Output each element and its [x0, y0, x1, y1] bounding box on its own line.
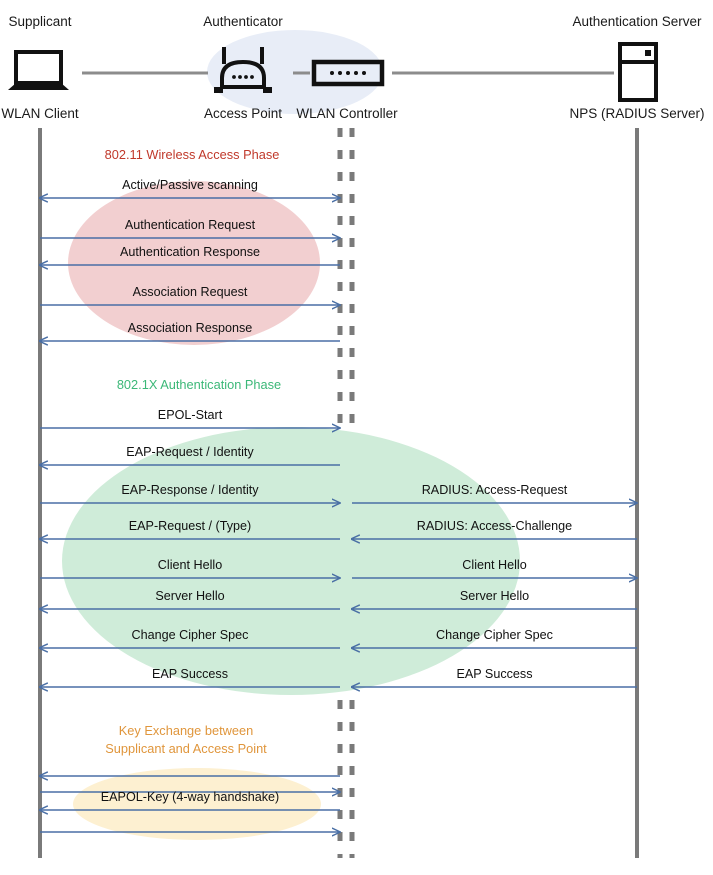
actor-role-0: Supplicant: [8, 14, 72, 29]
phase-ellipse-phase-802-11: [68, 181, 320, 345]
message-right-label-1: RADIUS: Access-Challenge: [416, 519, 573, 533]
message-left-label-3: Association Request: [132, 285, 248, 299]
actor-role-3: Authentication Server: [572, 14, 702, 29]
message-left-label-8: EAP-Request / (Type): [128, 519, 252, 533]
message-left-label-2: Authentication Response: [119, 245, 261, 259]
phase-ellipse-phase-key-exchange: [73, 768, 321, 840]
actor-name-3: NPS (RADIUS Server): [569, 106, 705, 121]
wlan-controller-icon: [311, 59, 385, 87]
access-point-icon: [214, 47, 272, 93]
phase-label-phase-802-1x: 802.1X Authentication Phase: [116, 377, 282, 392]
message-right-label-5: EAP Success: [456, 667, 533, 681]
message-left-label-4: Association Response: [127, 321, 253, 335]
message-right-label-4: Change Cipher Spec: [436, 628, 553, 642]
actor-name-2: WLAN Controller: [296, 106, 398, 121]
message-left-label-12: EAP Success: [151, 667, 229, 681]
message-left-label-9: Client Hello: [157, 558, 223, 572]
message-left-label-1: Authentication Request: [124, 218, 256, 232]
server-icon: [618, 42, 658, 102]
message-right-label-0: RADIUS: Access-Request: [421, 483, 568, 497]
laptop-icon: [8, 50, 69, 90]
message-left-label-11: Change Cipher Spec: [131, 628, 249, 642]
message-left-label-0: Active/Passive scanning: [122, 178, 258, 192]
phase-label-phase-802-11: 802.11 Wireless Access Phase: [104, 147, 280, 162]
message-right-label-2: Client Hello: [462, 558, 527, 572]
message-left-label-5: EPOL-Start: [157, 408, 223, 422]
actor-role-1: Authenticator: [203, 14, 283, 29]
message-left-label-6: EAP-Request / Identity: [126, 445, 254, 459]
message-left-label-15: EAPOL-Key (4-way handshake): [100, 790, 280, 804]
phase-label-phase-key-exchange: Key Exchange between Supplicant and Acce…: [105, 723, 267, 757]
actor-name-0: WLAN Client: [1, 106, 79, 121]
phase-ellipse-phase-802-1x: [62, 427, 520, 695]
message-left-label-10: Server Hello: [155, 589, 225, 603]
actor-name-1: Access Point: [203, 106, 283, 121]
message-left-label-7: EAP-Response / Identity: [121, 483, 259, 497]
message-right-label-3: Server Hello: [459, 589, 530, 603]
